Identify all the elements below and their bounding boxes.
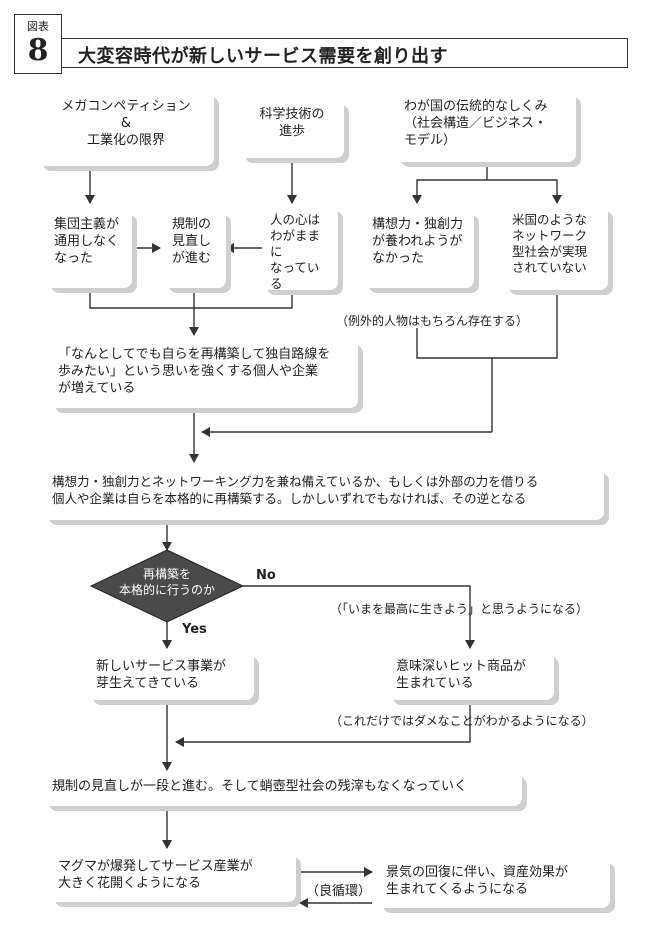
label-virtuous-cycle: （良循環）	[306, 884, 372, 899]
node-restructure: 構想力・独創力とネットワーキング力を兼ね備えているか、もしくは外部の力を借りる …	[44, 468, 604, 520]
decision-label: 再構築を 本格的に行うのか	[118, 567, 215, 598]
figure-number: 8	[27, 33, 49, 68]
figure-tag: 図表 8	[14, 14, 62, 74]
arrow-tradition-to-creativity	[412, 179, 487, 204]
node-mega-competition: メガコンペティション & 工業化の限界	[38, 92, 214, 166]
node-regulation-step: 規制の見直しが一段と進む。そして蛸壺型社会の残滓もなくなっていく	[44, 772, 522, 806]
note-live-best: （「いまを最高に生きよう」と思うようになる）	[330, 602, 589, 616]
node-economy: 景気の回復に伴い、資産効果が 生まれてくるようになる	[378, 858, 610, 908]
node-collectivism: 集団主義が 通用しなく なった	[46, 210, 132, 288]
figure-tag-label: 図表	[27, 20, 49, 33]
node-network-society: 米国のような ネットワーク 型社会が実現 されていない	[504, 206, 608, 290]
node-deregulation: 規制の 見直し が進む	[164, 210, 226, 288]
note-not-enough: （これだけではダメなことがわかるようになる）	[330, 714, 594, 728]
node-science: 科学技術の 進歩	[240, 100, 344, 158]
title-bar: 大変容時代が新しいサービス需要を創り出す	[62, 38, 628, 68]
node-tradition: わが国の伝統的なしくみ （社会構造／ビジネス・ モデル）	[396, 92, 576, 162]
label-yes: Yes	[182, 622, 207, 637]
arrow-decision-no	[243, 585, 475, 649]
node-desire: 「なんとしてでも自らを再構築して独自路線を 歩みたい」という思いを強くする個人や…	[50, 340, 358, 408]
node-wilful-minds: 人の心は わがままに なってい る	[262, 206, 338, 291]
connector-right-merge	[416, 290, 558, 359]
node-new-service: 新しいサービス事業が 芽生えてきている	[88, 652, 254, 700]
note-exception: （例外的人物はもちろん存在する）	[336, 314, 529, 328]
connector-left-merge	[89, 290, 293, 309]
decision-diamond	[89, 549, 245, 623]
label-no: No	[256, 568, 276, 583]
arrow-hit-to-main	[175, 702, 471, 747]
node-hit-products: 意味深いヒット商品が 生まれている	[388, 652, 554, 700]
page-title: 大変容時代が新しいサービス需要を創り出す	[78, 46, 448, 67]
arrow-tradition-to-network	[487, 179, 562, 204]
node-creativity: 構想力・独創力 が養われようが なかった	[364, 210, 474, 288]
node-magma: マグマが爆発してサービス産業が 大きく花開くようになる	[50, 852, 296, 902]
